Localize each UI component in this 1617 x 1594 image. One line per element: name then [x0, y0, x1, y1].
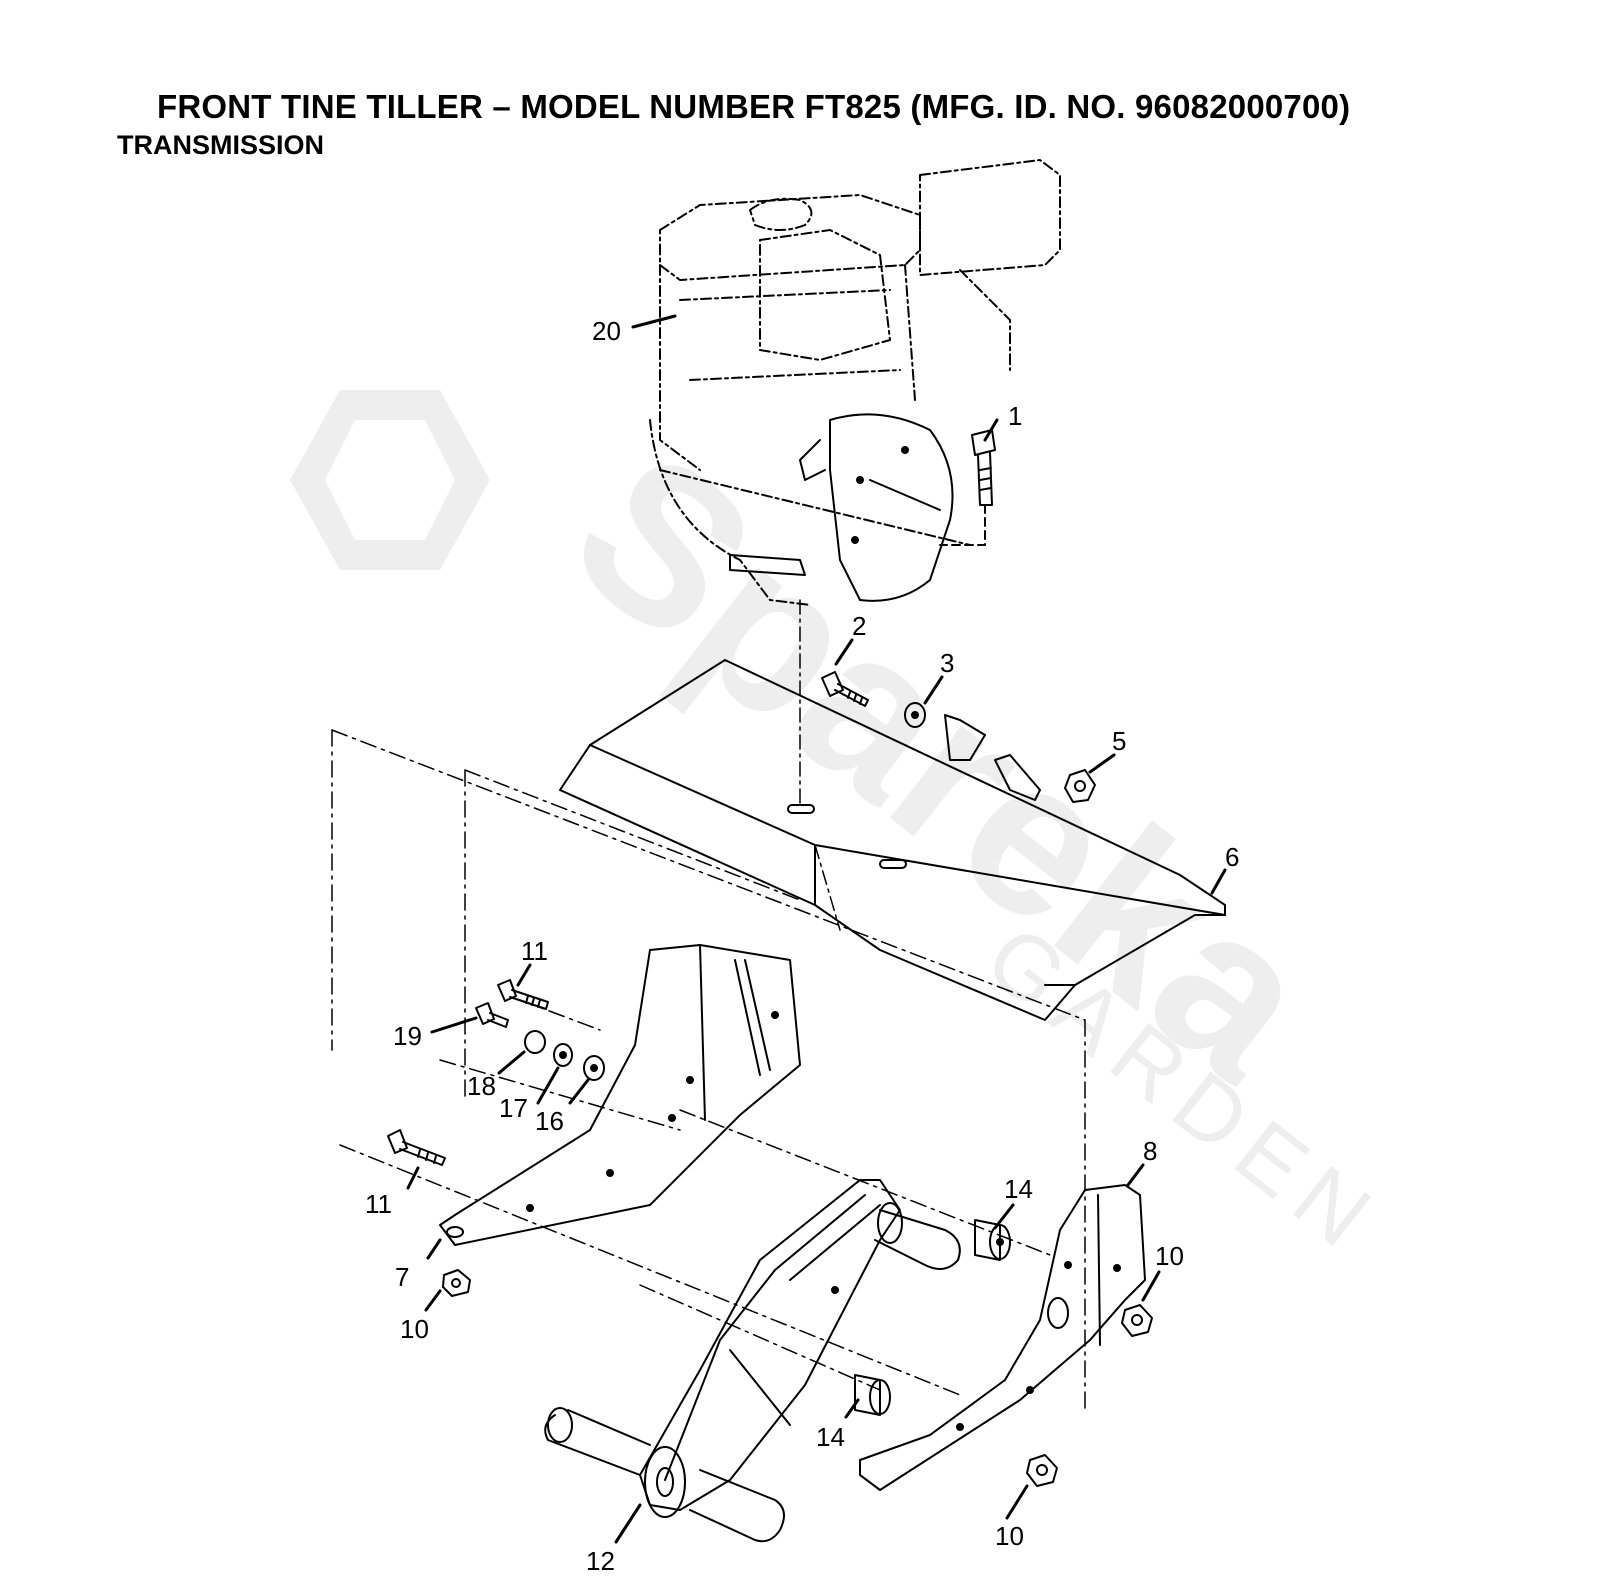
- page-title: FRONT TINE TILLER – MODEL NUMBER FT825 (…: [157, 88, 1351, 125]
- callout-10-left: 10: [400, 1314, 429, 1344]
- bracket-part-8: [859, 1184, 1146, 1491]
- callout-2: 2: [852, 611, 866, 641]
- callout-14-upper: 14: [1004, 1174, 1033, 1204]
- engine-crankcase: [729, 413, 954, 602]
- bolt-part-11-upper: [497, 979, 549, 1010]
- watermark-logo: [290, 390, 490, 570]
- bolt-part-19: [475, 1002, 509, 1028]
- callout-16: 16: [535, 1106, 564, 1136]
- watermark: Spareka GARDEN: [290, 390, 1399, 1275]
- washer-part-16: [583, 1055, 605, 1081]
- section-title: TRANSMISSION: [117, 130, 325, 160]
- callouts: 20 1 2 3 5 6 8 10 7 10 10 11 11 12 14 14…: [365, 316, 1239, 1576]
- callout-12: 12: [586, 1546, 615, 1576]
- nut-part-5: [1064, 769, 1096, 803]
- callout-11-lower: 11: [365, 1189, 392, 1219]
- nut-part-10-left: [442, 1269, 471, 1297]
- callout-8: 8: [1143, 1136, 1157, 1166]
- callout-18: 18: [467, 1071, 496, 1101]
- callout-6: 6: [1225, 842, 1239, 872]
- washer-part-17: [553, 1043, 573, 1067]
- engine-part-20: [649, 159, 1061, 606]
- shield-part-6: [559, 659, 1226, 1021]
- bolt-part-2: [821, 671, 869, 707]
- callout-19: 19: [393, 1021, 422, 1051]
- transmission-part-12: [544, 1179, 961, 1543]
- spacer-part-14-upper: [974, 1219, 1011, 1261]
- bolt-part-11-lower: [387, 1129, 446, 1166]
- assembly-lines: [331, 729, 1086, 1411]
- spacer-part-14-lower: [854, 1374, 891, 1416]
- callout-14-lower: 14: [816, 1422, 845, 1452]
- leader-lines: [406, 314, 1227, 1544]
- callout-20: 20: [592, 316, 621, 346]
- bracket-part-7: [439, 944, 801, 1246]
- washer-part-18: [524, 1030, 546, 1054]
- callout-7: 7: [395, 1262, 409, 1292]
- bolt-part-1: [939, 429, 996, 546]
- washer-part-3: [904, 702, 926, 728]
- callout-5: 5: [1112, 726, 1126, 756]
- nut-part-10-right-upper: [1121, 1304, 1153, 1337]
- callout-10-right-lower: 10: [995, 1521, 1024, 1551]
- callout-1: 1: [1008, 401, 1022, 431]
- callout-11-upper: 11: [521, 936, 548, 966]
- callout-10-right-upper: 10: [1155, 1241, 1184, 1271]
- callout-17: 17: [499, 1093, 528, 1123]
- callout-3: 3: [940, 648, 954, 678]
- nut-part-10-right-lower: [1026, 1454, 1058, 1487]
